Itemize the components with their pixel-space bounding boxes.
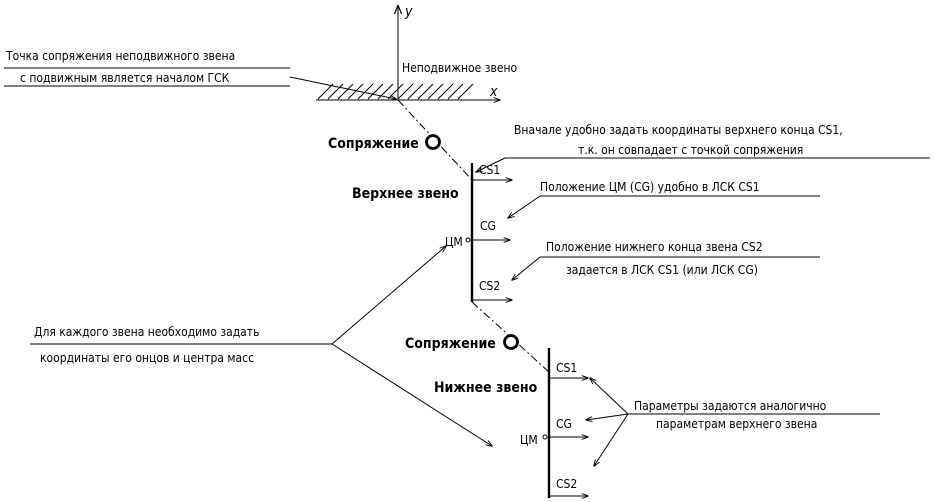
svg-text:координаты его онцов и центра: координаты его онцов и центра масс — [40, 351, 254, 365]
x-axis-label: x — [489, 84, 498, 100]
each-link-note: Для каждого звена необходимо задать коор… — [30, 246, 492, 446]
joint-top-circle — [425, 134, 441, 150]
lower-cm-point — [542, 434, 548, 440]
cs2-note: Положение нижнего конца звена CS2 задает… — [512, 240, 820, 280]
svg-text:Положение нижнего конца звена: Положение нижнего конца звена CS2 — [546, 240, 763, 254]
upper-cm-label: ЦМ — [445, 235, 463, 249]
lower-cs2-label: CS2 — [556, 477, 577, 491]
upper-cm-point — [465, 237, 471, 243]
y-axis-label: y — [404, 4, 413, 20]
joint-bottom-circle — [503, 334, 519, 350]
fixed-link-ground — [316, 83, 478, 101]
svg-text:с подвижным является началом Г: с подвижным является началом ГСК — [20, 71, 230, 85]
svg-text:Параметры задаются аналогично: Параметры задаются аналогично — [634, 399, 827, 413]
svg-text:Вначале удобно задать координа: Вначале удобно задать координаты верхнег… — [514, 123, 843, 137]
svg-text:Положение ЦМ (CG) удобно в ЛСК: Положение ЦМ (CG) удобно в ЛСК CS1 — [540, 180, 760, 194]
svg-text:параметрам верхнего звена: параметрам верхнего звена — [656, 417, 817, 431]
upper-link-label: Верхнее звено — [352, 186, 459, 202]
joint-top-label: Сопряжение — [328, 136, 419, 152]
cg-note: Положение ЦМ (CG) удобно в ЛСК CS1 — [508, 180, 820, 218]
svg-text:т.к. он совпадает с точкой соп: т.к. он совпадает с точкой сопряжения — [578, 143, 803, 157]
origin-note: Точка сопряжения неподвижного звена с по… — [4, 49, 396, 99]
lower-cs1-label: CS1 — [556, 361, 577, 375]
upper-cg-label: CG — [480, 219, 496, 233]
svg-text:задается в ЛСК CS1 (или ЛСК CG: задается в ЛСК CS1 (или ЛСК CG) — [566, 263, 758, 277]
joint-bottom-label: Сопряжение — [405, 336, 496, 352]
lower-cg-label: CG — [556, 417, 572, 431]
fixed-link-label: Неподвижное звено — [402, 61, 518, 75]
cs1-note: Вначале удобно задать координаты верхнег… — [476, 123, 930, 172]
upper-cs2-label: CS2 — [479, 279, 500, 293]
lower-link-label: Нижнее звено — [434, 380, 538, 396]
params-note: Параметры задаются аналогично параметрам… — [586, 378, 880, 466]
svg-text:Для каждого звена необходимо з: Для каждого звена необходимо задать — [34, 325, 259, 339]
upper-cs1-label: CS1 — [479, 163, 500, 177]
svg-text:Точка сопряжения неподвижного: Точка сопряжения неподвижного звена — [5, 49, 235, 63]
lower-cm-label: ЦМ — [520, 433, 538, 447]
